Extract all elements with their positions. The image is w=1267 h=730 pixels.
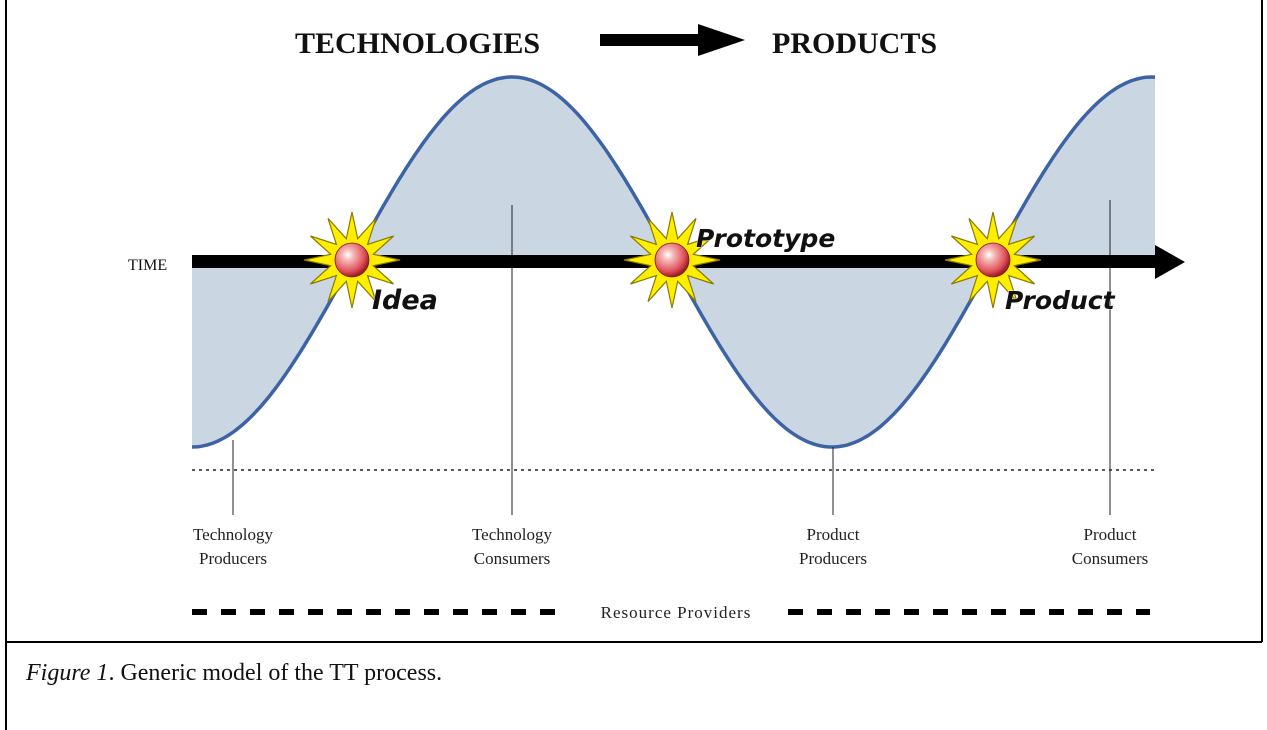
prototype-star-icon <box>623 211 721 309</box>
figure-label: Figure 1 <box>26 660 109 686</box>
role-product-producers-line1: Product <box>807 525 860 544</box>
header-products: PRODUCTS <box>772 27 937 60</box>
time-label: TIME <box>128 257 167 274</box>
product-star-icon <box>944 211 1042 309</box>
milestone-product-label: Product <box>1005 286 1116 315</box>
role-product-producers-line2: Producers <box>799 549 867 568</box>
role-product-consumers-line2: Consumers <box>1072 549 1149 568</box>
milestone-ball-icon <box>975 242 1011 278</box>
milestone-prototype-label: Prototype <box>696 224 835 253</box>
resource-providers-label: Resource Providers <box>601 603 752 622</box>
role-technology-consumers-line1: Technology <box>472 525 553 544</box>
role-technology-producers-line1: Technology <box>193 525 274 544</box>
header-arrow <box>600 24 745 56</box>
header-technologies: TECHNOLOGIES <box>295 27 540 60</box>
milestone-idea-label: Idea <box>372 285 438 316</box>
figure-caption: Figure 1. Generic model of the TT proces… <box>26 660 442 687</box>
caption-text: . Generic model of the TT process. <box>108 660 443 686</box>
role-technology-consumers-line2: Consumers <box>474 549 551 568</box>
milestone-ball-icon <box>654 242 690 278</box>
role-product-consumers-line1: Product <box>1084 525 1137 544</box>
milestone-ball-icon <box>334 242 370 278</box>
role-technology-producers-line2: Producers <box>199 549 267 568</box>
idea-star-icon <box>303 211 401 309</box>
